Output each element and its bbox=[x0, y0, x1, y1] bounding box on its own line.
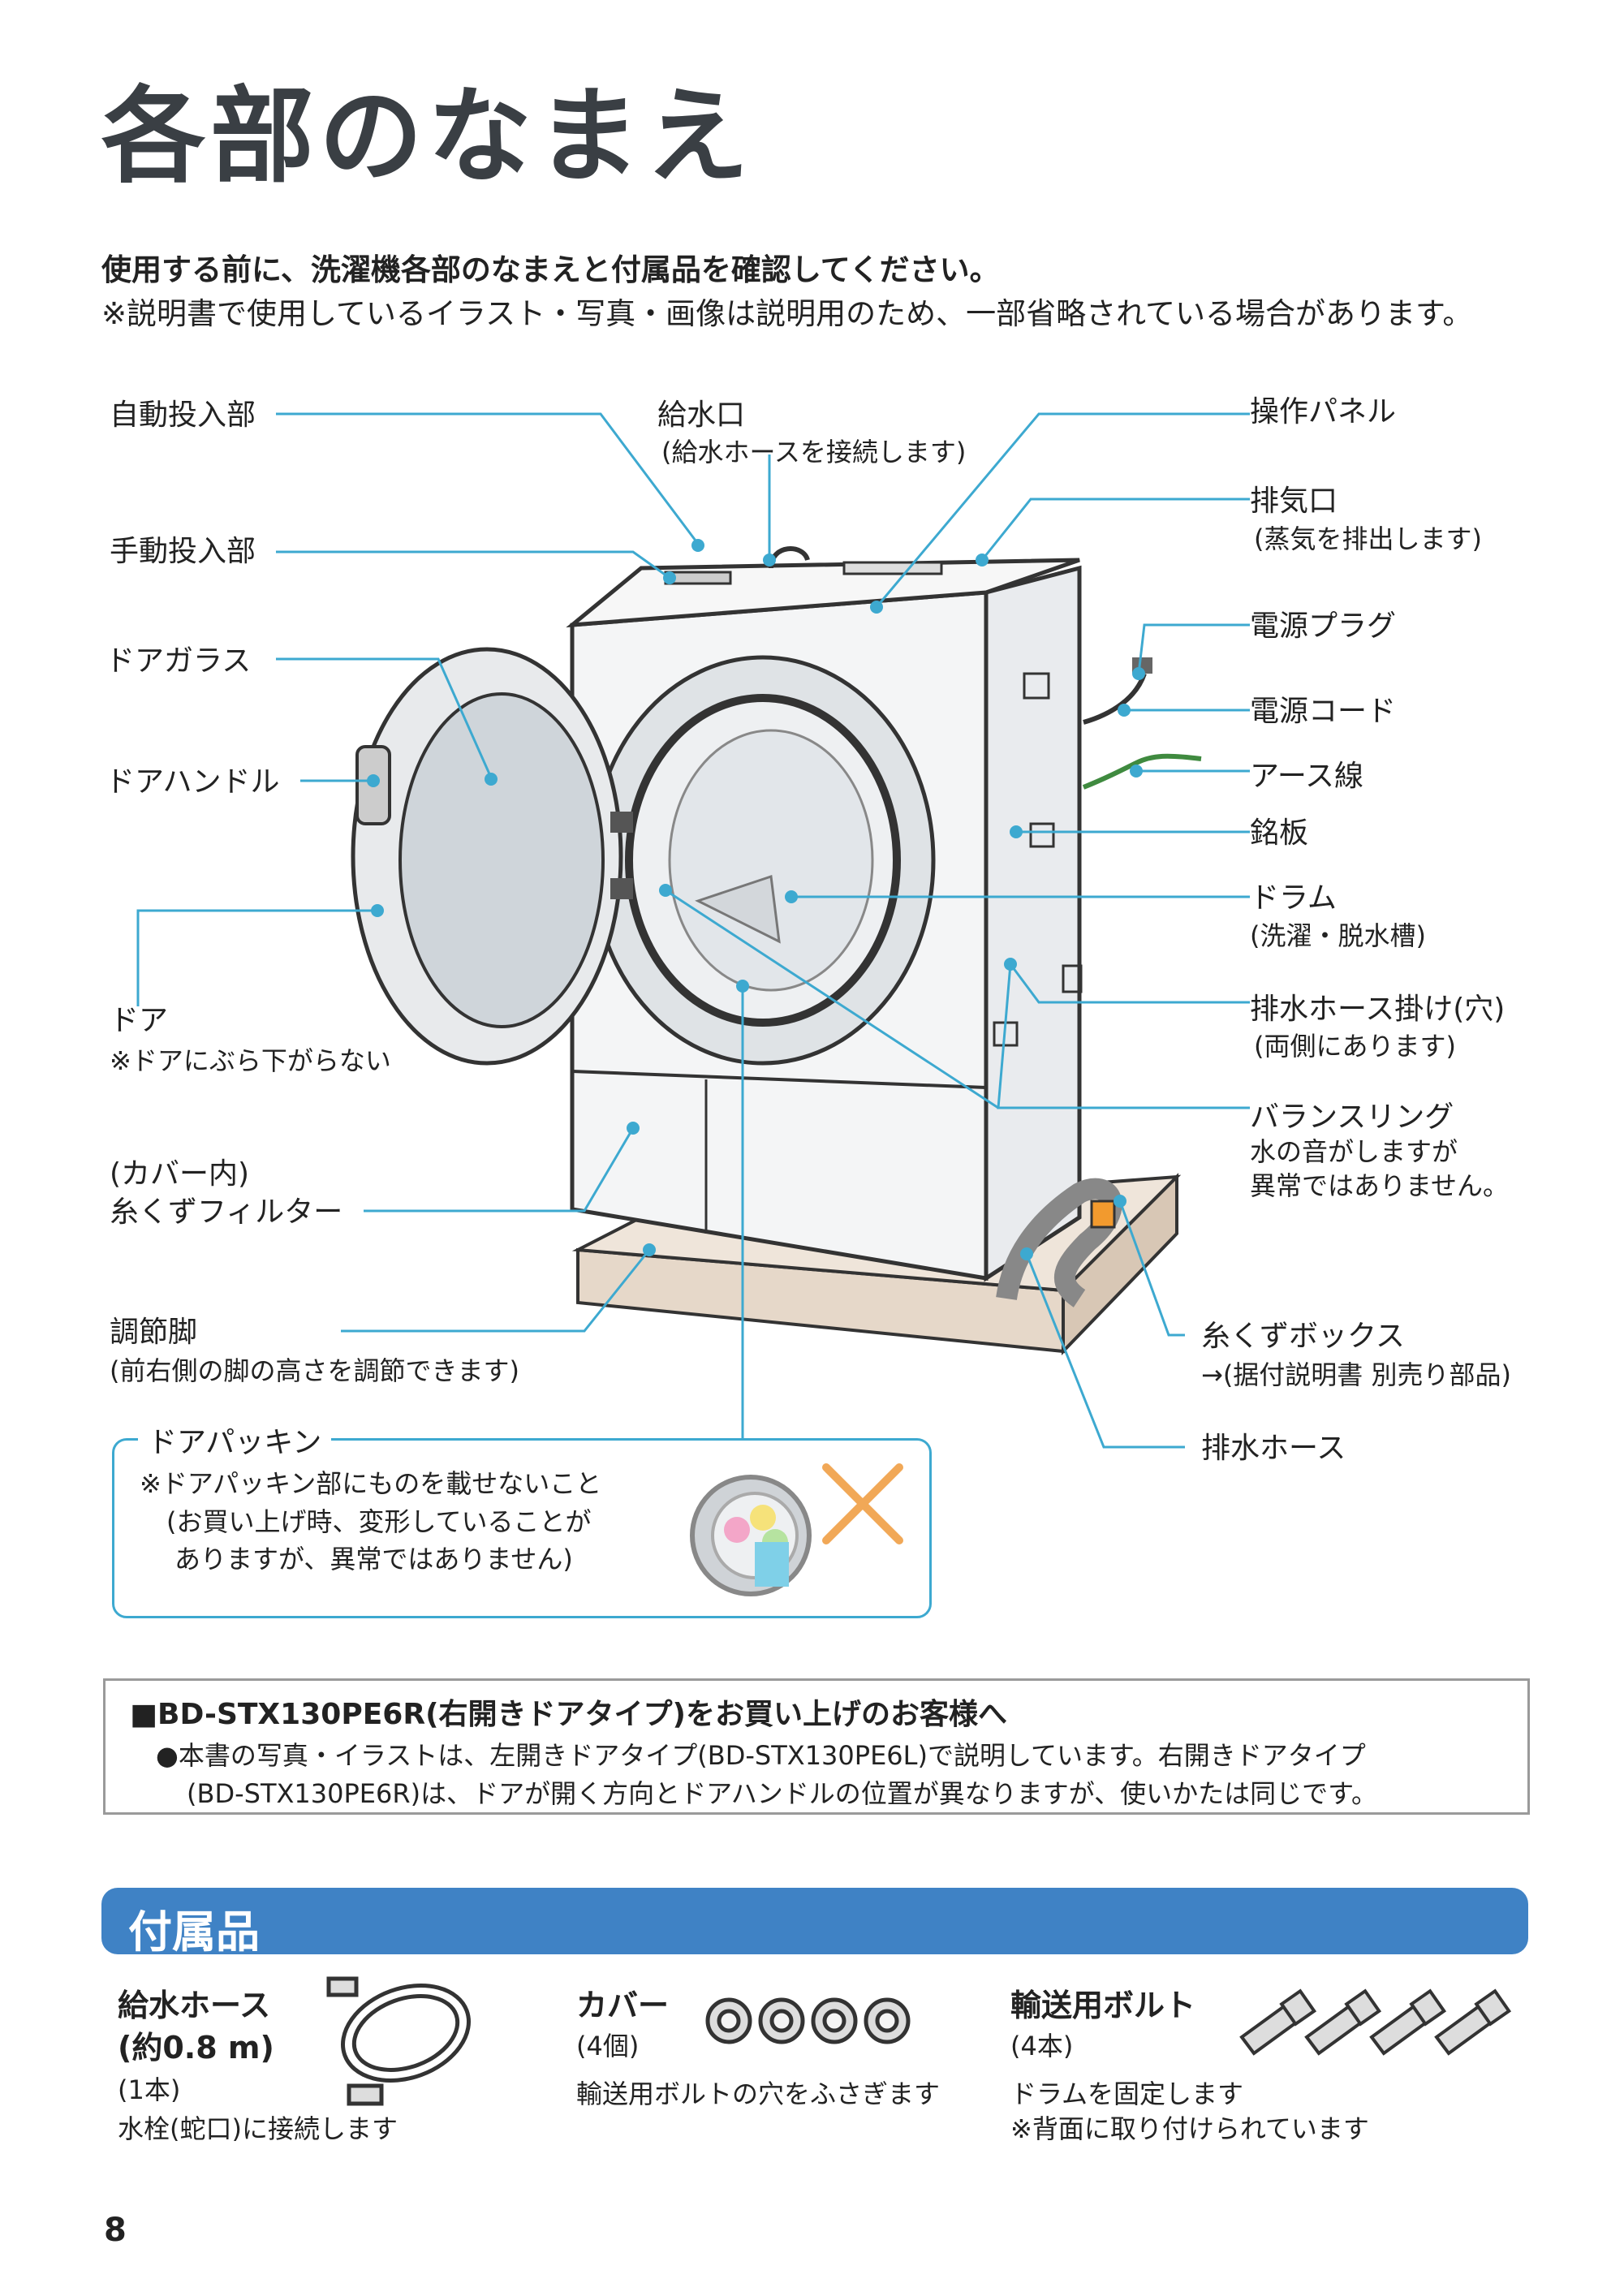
label-drum-note: (洗濯・脱水槽) bbox=[1250, 920, 1426, 951]
packing-line-2: (お買い上げ時、変形していることが bbox=[166, 1506, 592, 1537]
label-auto-dispenser: 自動投入部 bbox=[110, 398, 256, 432]
label-balance-ring: バランスリング bbox=[1250, 1101, 1454, 1134]
drum-illustration bbox=[590, 655, 936, 1066]
notice-title: ■BD-STX130PE6R(右開きドアタイプ)をお買い上げのお客様へ bbox=[130, 1698, 1007, 1731]
label-lint-filter: 糸くずフィルター bbox=[110, 1195, 343, 1229]
notice-line-1: ●本書の写真・イラストは、左開きドアタイプ(BD-STX130PE6L)で説明し… bbox=[156, 1740, 1366, 1771]
accessory-hose-length: (約0.8 m) bbox=[118, 2030, 274, 2066]
label-hose-hook: 排水ホース掛け(穴) bbox=[1250, 993, 1506, 1026]
label-door: ドア bbox=[110, 1004, 169, 1037]
page-number: 8 bbox=[104, 2212, 127, 2249]
label-filter-cover: (カバー内) bbox=[110, 1157, 250, 1191]
accessory-hose-desc: 水栓(蛇口)に接続します bbox=[118, 2113, 398, 2144]
label-lint-box-note: →(据付説明書 別売り部品) bbox=[1201, 1359, 1511, 1390]
transport-bolt-icons bbox=[1239, 1988, 1512, 2056]
label-manual-dispenser: 手動投入部 bbox=[110, 535, 256, 568]
intro-note: ※説明書で使用しているイラスト・写真・画像は説明用のため、一部省略されている場合… bbox=[101, 296, 1473, 331]
label-power-plug: 電源プラグ bbox=[1250, 610, 1397, 643]
packing-line-3: ありますが、異常ではありません) bbox=[174, 1544, 573, 1574]
accessory-hose-qty: (1本) bbox=[118, 2074, 181, 2105]
top-parts-illustration bbox=[664, 546, 943, 585]
intro-text: 使用する前に、洗濯機各部のなまえと付属品を確認してください。 bbox=[101, 252, 1000, 287]
cover-icons bbox=[705, 1997, 911, 2044]
accessory-cover-desc: 輸送用ボルトの穴をふさぎます bbox=[576, 2078, 941, 2109]
accessory-cover-qty: (4個) bbox=[576, 2031, 640, 2061]
label-control-panel: 操作パネル bbox=[1250, 395, 1397, 429]
label-water-inlet-note: (給水ホースを接続します) bbox=[661, 437, 967, 467]
leader-lines bbox=[136, 412, 1250, 1449]
label-door-handle: ドアハンドル bbox=[106, 765, 280, 799]
accessory-bolt-desc-2: ※背面に取り付けられています bbox=[1010, 2113, 1369, 2144]
page-title: 各部のなまえ bbox=[101, 76, 755, 197]
label-door-glass: ドアガラス bbox=[106, 644, 252, 678]
packing-illustration bbox=[690, 1475, 812, 1596]
accessories-header bbox=[101, 1888, 1528, 1954]
packing-callout-box bbox=[112, 1438, 932, 1618]
label-power-cord: 電源コード bbox=[1250, 695, 1397, 728]
packing-line-1: ※ドアパッキン部にものを載せないこと bbox=[140, 1468, 602, 1499]
label-drain-hose: 排水ホース bbox=[1201, 1432, 1346, 1465]
packing-title: ドアパッキン bbox=[138, 1419, 332, 1461]
prohibited-cross-icon bbox=[822, 1463, 903, 1544]
accessory-cover-name: カバー bbox=[576, 1988, 670, 2023]
label-door-note: ※ドアにぶら下がらない bbox=[110, 1045, 391, 1076]
label-nameplate: 銘板 bbox=[1250, 816, 1309, 850]
drain-hose-illustration bbox=[996, 1178, 1122, 1307]
accessory-bolt-desc-1: ドラムを固定します bbox=[1010, 2078, 1244, 2109]
notice-box bbox=[103, 1678, 1530, 1815]
accessory-bolt-qty: (4本) bbox=[1010, 2031, 1074, 2061]
label-water-inlet: 給水口 bbox=[657, 398, 746, 432]
label-balance-note-2: 異常ではありません。 bbox=[1250, 1170, 1510, 1201]
leader-dots bbox=[367, 539, 1145, 1260]
label-adjust-foot-note: (前右側の脚の高さを調節できます) bbox=[110, 1355, 519, 1386]
notice-line-2: (BD-STX130PE6R)は、ドアが開く方向とドアハンドルの位置が異なります… bbox=[187, 1778, 1377, 1809]
label-earth-wire: アース線 bbox=[1250, 760, 1364, 793]
label-drum: ドラム bbox=[1250, 881, 1337, 915]
accessories-title: 付属品 bbox=[128, 1906, 260, 1958]
label-hose-hook-note: (両側にあります) bbox=[1254, 1031, 1456, 1062]
accessory-hose-name: 給水ホース bbox=[118, 1988, 271, 2023]
label-balance-note-1: 水の音がしますが bbox=[1250, 1136, 1458, 1167]
water-hose-icon bbox=[326, 1976, 471, 2106]
label-exhaust-note: (蒸気を排出します) bbox=[1254, 523, 1482, 554]
accessory-bolt-name: 輸送用ボルト bbox=[1010, 1988, 1196, 2023]
label-adjust-foot: 調節脚 bbox=[110, 1316, 198, 1349]
label-exhaust: 排気口 bbox=[1250, 485, 1338, 518]
label-lint-box: 糸くずボックス bbox=[1201, 1320, 1405, 1353]
door-illustration bbox=[351, 647, 633, 1066]
